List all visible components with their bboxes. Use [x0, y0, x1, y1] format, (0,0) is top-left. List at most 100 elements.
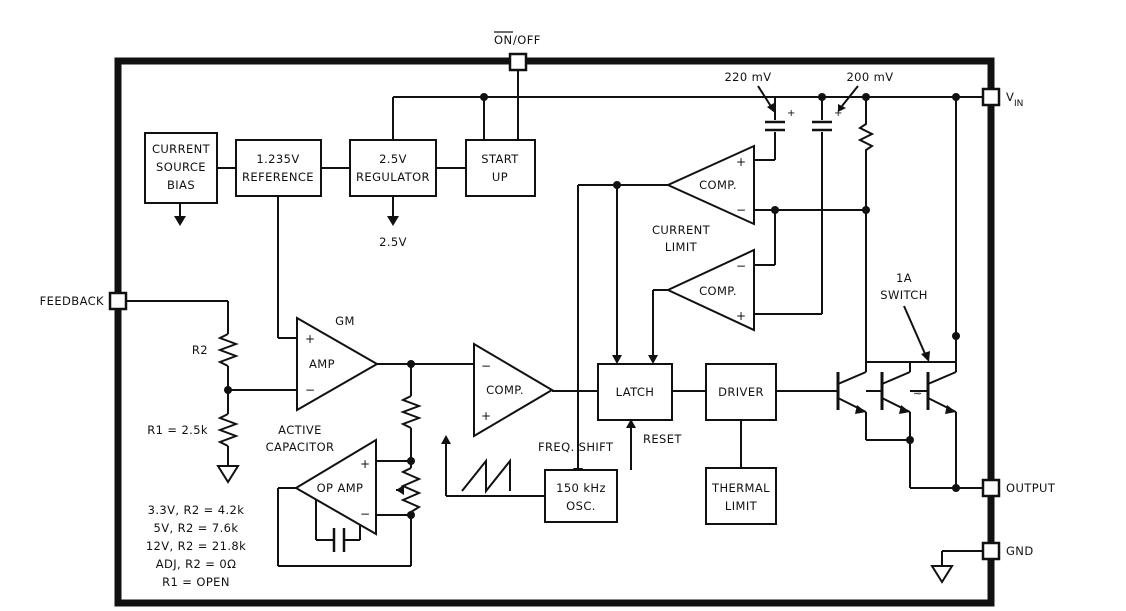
resistor-table-row: R1 = OPEN: [162, 575, 230, 589]
gnd-pin: GND: [981, 541, 1034, 561]
r2-resistor: [217, 333, 239, 367]
source-220mv-plus: +: [787, 108, 795, 119]
vin-label: V: [1006, 90, 1014, 104]
active-capacitor-label-1: ACTIVE: [278, 423, 322, 437]
reset-label: RESET: [643, 432, 682, 446]
source-200mv-arrow-icon: [838, 104, 846, 112]
driver-label: DRIVER: [718, 385, 764, 399]
source-200mv-plus: +: [834, 108, 842, 119]
resistor-table: 3.3V, R2 = 4.2k 5V, R2 = 7.6k 12V, R2 = …: [146, 503, 246, 589]
feedback-pin: FEEDBACK: [40, 291, 128, 311]
current-source-bias-line-3: BIAS: [167, 178, 195, 192]
op-amp-plus: +: [360, 457, 370, 471]
ramp-arrow-icon: [441, 435, 451, 444]
gm-amp-plus: +: [305, 332, 315, 346]
r1-label: R1 = 2.5k: [147, 423, 208, 437]
q1-emitter-arrow-icon: [855, 405, 866, 414]
current-source-bias-line-2: SOURCE: [156, 160, 206, 174]
comparator-to-latch-wiring: [577, 184, 668, 478]
start-up-block: START UP: [465, 139, 536, 197]
feedback-network-wiring: [126, 300, 297, 466]
switch-pointer-arrow-icon: [921, 351, 930, 362]
resistor-table-row: 5V, R2 = 7.6k: [154, 521, 239, 535]
current-limit-comp-top: COMP. + −: [665, 144, 755, 226]
on-off-label-rest: /OFF: [513, 33, 541, 47]
current-limit-label-1: CURRENT: [652, 223, 711, 237]
pwm-comparator: COMP. − +: [473, 342, 554, 438]
start-up-line-1: START: [481, 152, 519, 166]
resistor-table-row: 3.3V, R2 = 4.2k: [148, 503, 245, 517]
supply-wiring: [392, 70, 990, 372]
op-amp: OP AMP + −: [294, 438, 377, 536]
output-switch-wiring: [776, 361, 983, 566]
freq-shift-label: FREQ. SHIFT: [538, 440, 614, 454]
thermal-limit-block: THERMAL LIMIT: [705, 467, 777, 525]
switch-label-2: SWITCH: [880, 288, 928, 302]
regulator-line-1: 2.5V: [379, 152, 407, 166]
reference-line-2: REFERENCE: [242, 170, 314, 184]
current-limit-comp-bottom-plus: +: [736, 309, 746, 323]
on-off-label-bar: ON: [494, 33, 512, 47]
output-pin: OUTPUT: [981, 478, 1056, 498]
current-limit-comp-bottom-label: COMP.: [699, 284, 737, 298]
thermal-limit-line-2: LIMIT: [725, 499, 758, 513]
resistor-table-row: 12V, R2 = 21.8k: [146, 539, 246, 553]
pot-wiper-arrow-icon: [396, 485, 404, 495]
pwm-comp-label: COMP.: [486, 383, 524, 397]
active-cap-potentiometer: [400, 467, 422, 513]
op-amp-minus: −: [360, 507, 370, 521]
gnd-label: GND: [1006, 544, 1034, 558]
latch-input-arrow-2-icon: [648, 355, 658, 364]
pwm-comp-plus: +: [481, 409, 491, 423]
gm-amp-minus: −: [305, 383, 315, 397]
source-220mv-label: 220 mV: [724, 70, 771, 84]
output-label: OUTPUT: [1006, 481, 1056, 495]
on-off-pin: ON /OFF: [494, 31, 541, 72]
gnd-symbol-icon: [930, 565, 954, 584]
start-up-line-2: UP: [492, 170, 508, 184]
current-limit-comp-bottom-minus: −: [736, 259, 746, 273]
sawtooth-waveform-icon: [461, 458, 511, 494]
current-limit-comp-bottom: COMP. − +: [665, 248, 755, 332]
driver-block: DRIVER: [705, 363, 777, 421]
r2-label: R2: [192, 343, 208, 357]
sense-resistor: [857, 120, 875, 154]
q2-emitter-arrow-icon: [899, 405, 910, 414]
latch-label: LATCH: [616, 385, 655, 399]
junction-dots: [224, 93, 960, 519]
regulator-line-2: REGULATOR: [356, 170, 430, 184]
q3-emitter-arrow-icon: [945, 405, 956, 414]
switch-label-1: 1A: [896, 271, 912, 285]
oscillator-line-1: 150 kHz: [556, 481, 606, 495]
regulator-output-arrow-icon: [387, 216, 399, 226]
current-limit-comp-top-minus: −: [736, 203, 746, 217]
current-limit-comp-top-plus: +: [736, 155, 746, 169]
current-source-bias-block: CURRENT SOURCE BIAS: [144, 132, 218, 204]
regulator-output-label: 2.5V: [379, 235, 407, 249]
thermal-limit-line-1: THERMAL: [711, 481, 770, 495]
vin-pin: V IN: [981, 87, 1023, 109]
regulator-block: 2.5V REGULATOR: [349, 139, 437, 197]
ramp-wiring: [445, 441, 545, 497]
reference-block: 1.235V REFERENCE: [235, 139, 322, 197]
current-limit-comp-top-label: COMP.: [699, 178, 737, 192]
resistor-table-row: ADJ, R2 = 0Ω: [156, 557, 237, 571]
oscillator-line-2: OSC.: [566, 499, 596, 513]
source-200mv: + 200 mV: [812, 70, 893, 132]
reference-line-1: 1.235V: [256, 152, 299, 166]
active-capacitor-label-2: CAPACITOR: [266, 440, 335, 454]
latch-block: LATCH: [597, 363, 673, 421]
active-cap-resistor-1: [400, 395, 422, 429]
current-limit-label-2: LIMIT: [665, 240, 698, 254]
feedback-ground-icon: [216, 465, 240, 484]
pwm-comp-minus: −: [481, 359, 491, 373]
feedback-label: FEEDBACK: [40, 294, 104, 308]
op-amp-label: OP AMP: [317, 481, 364, 495]
gm-label: GM: [335, 314, 355, 328]
switch-ratio-symbol: ≈: [913, 386, 922, 399]
current-source-bias-line-1: CURRENT: [152, 142, 211, 156]
source-200mv-label: 200 mV: [846, 70, 893, 84]
reset-arrow-icon: [626, 419, 636, 428]
source-220mv-arrow-icon: [767, 103, 775, 113]
